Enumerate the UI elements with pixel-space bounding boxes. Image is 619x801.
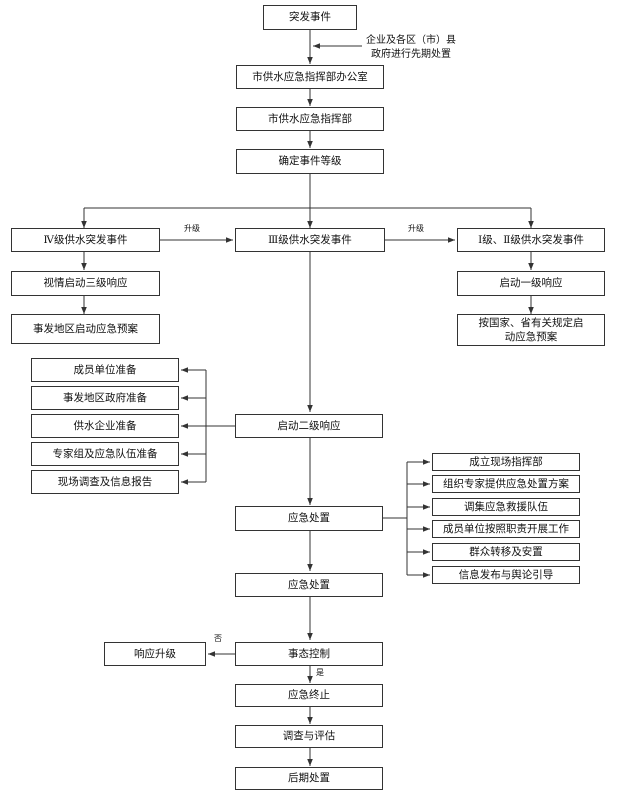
handling-item: 调集应急救援队伍	[432, 498, 580, 516]
node-response-upgrade: 响应升级	[104, 642, 206, 666]
node-emergency-handling-1: 应急处置	[235, 506, 383, 531]
node-investigation: 调查与评估	[235, 725, 383, 748]
node-level1-response: 启动一级响应	[457, 271, 605, 296]
node-city-hq: 市供水应急指挥部	[236, 107, 384, 131]
prep-item: 专家组及应急队伍准备	[31, 442, 179, 466]
node-aftermath: 后期处置	[235, 767, 383, 790]
node-level2-response: 启动二级响应	[235, 414, 383, 438]
node-level12: Ⅰ级、Ⅱ级供水突发事件	[457, 228, 605, 252]
node-national-plan: 按国家、省有关规定启动应急预案	[457, 314, 605, 346]
node-local-plan: 事发地区启动应急预案	[11, 314, 160, 344]
handling-item: 信息发布与舆论引导	[432, 566, 580, 584]
node-emergency-end: 应急终止	[235, 684, 383, 707]
prep-item: 事发地区政府准备	[31, 386, 179, 410]
prep-item: 现场调查及信息报告	[31, 470, 179, 494]
node-emergency-handling-2: 应急处置	[235, 573, 383, 597]
upgrade-label-right: 升级	[408, 224, 424, 233]
handling-item: 组织专家提供应急处置方案	[432, 475, 580, 493]
handling-item: 成立现场指挥部	[432, 453, 580, 471]
prep-item: 成员单位准备	[31, 358, 179, 382]
node-level3-response: 视情启动三级响应	[11, 271, 160, 296]
node-sudden-event: 突发事件	[263, 5, 357, 30]
upgrade-label-left: 升级	[184, 224, 200, 233]
handling-item: 成员单位按照职责开展工作	[432, 520, 580, 538]
prior-handling-note: 企业及各区（市）县政府进行先期处置	[366, 35, 456, 60]
no-label: 否	[214, 634, 222, 643]
node-level4: Ⅳ级供水突发事件	[11, 228, 160, 252]
yes-label: 是	[316, 668, 324, 677]
handling-item: 群众转移及安置	[432, 543, 580, 561]
node-situation-control: 事态控制	[235, 642, 383, 666]
node-city-office: 市供水应急指挥部办公室	[236, 65, 384, 89]
node-level3: Ⅲ级供水突发事件	[235, 228, 385, 252]
prep-item: 供水企业准备	[31, 414, 179, 438]
node-determine-level: 确定事件等级	[236, 149, 384, 174]
